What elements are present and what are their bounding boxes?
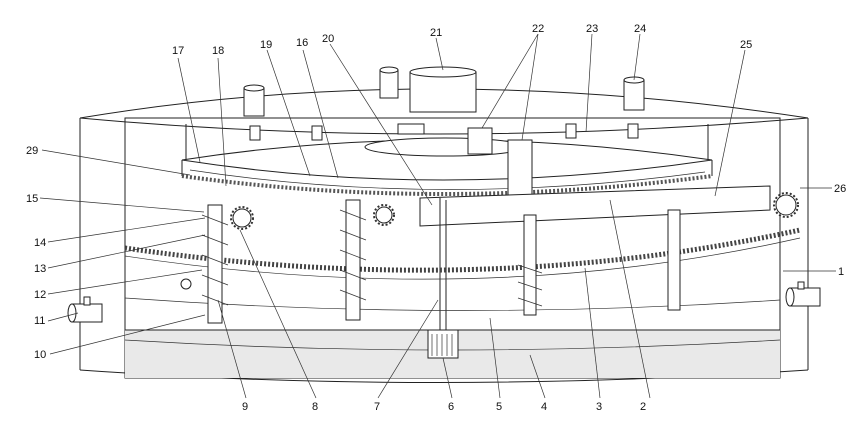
label-11: 11: [34, 315, 45, 327]
leader-lines: [39, 33, 836, 399]
label-8: 8: [312, 401, 318, 413]
label-19: 19: [260, 39, 272, 51]
label-17: 17: [172, 45, 184, 57]
label-14: 14: [34, 237, 46, 249]
label-13: 13: [34, 263, 46, 275]
label-1: 1: [838, 266, 844, 278]
screw-conveyors: [201, 199, 681, 324]
label-6: 6: [448, 401, 454, 413]
label-7: 7: [374, 401, 380, 413]
lower-chain-ring: [124, 227, 801, 311]
label-21: 21: [430, 27, 442, 39]
label-5: 5: [496, 401, 502, 413]
label-24: 24: [634, 23, 646, 35]
label-15: 15: [26, 193, 38, 205]
label-20: 20: [322, 33, 334, 45]
center-shaft: [427, 200, 459, 359]
label-10: 10: [34, 349, 46, 361]
label-29: 29: [26, 145, 38, 157]
label-9: 9: [242, 401, 248, 413]
label-16: 16: [296, 37, 308, 49]
label-25: 25: [740, 39, 752, 51]
reference-labels: 1 2 3 4 5 6 7 8 9 10 11 12 13 14 15 16 1…: [26, 23, 846, 413]
label-18: 18: [212, 45, 224, 57]
upper-disc: [181, 123, 713, 196]
label-22: 22: [532, 23, 544, 35]
label-23: 23: [586, 23, 598, 35]
label-2: 2: [640, 401, 646, 413]
lid-pipes: [243, 66, 645, 117]
label-26: 26: [834, 183, 846, 195]
label-3: 3: [596, 401, 602, 413]
label-12: 12: [34, 289, 46, 301]
side-pipes: [67, 278, 821, 323]
label-4: 4: [541, 401, 547, 413]
drive-assembly: [419, 127, 799, 227]
